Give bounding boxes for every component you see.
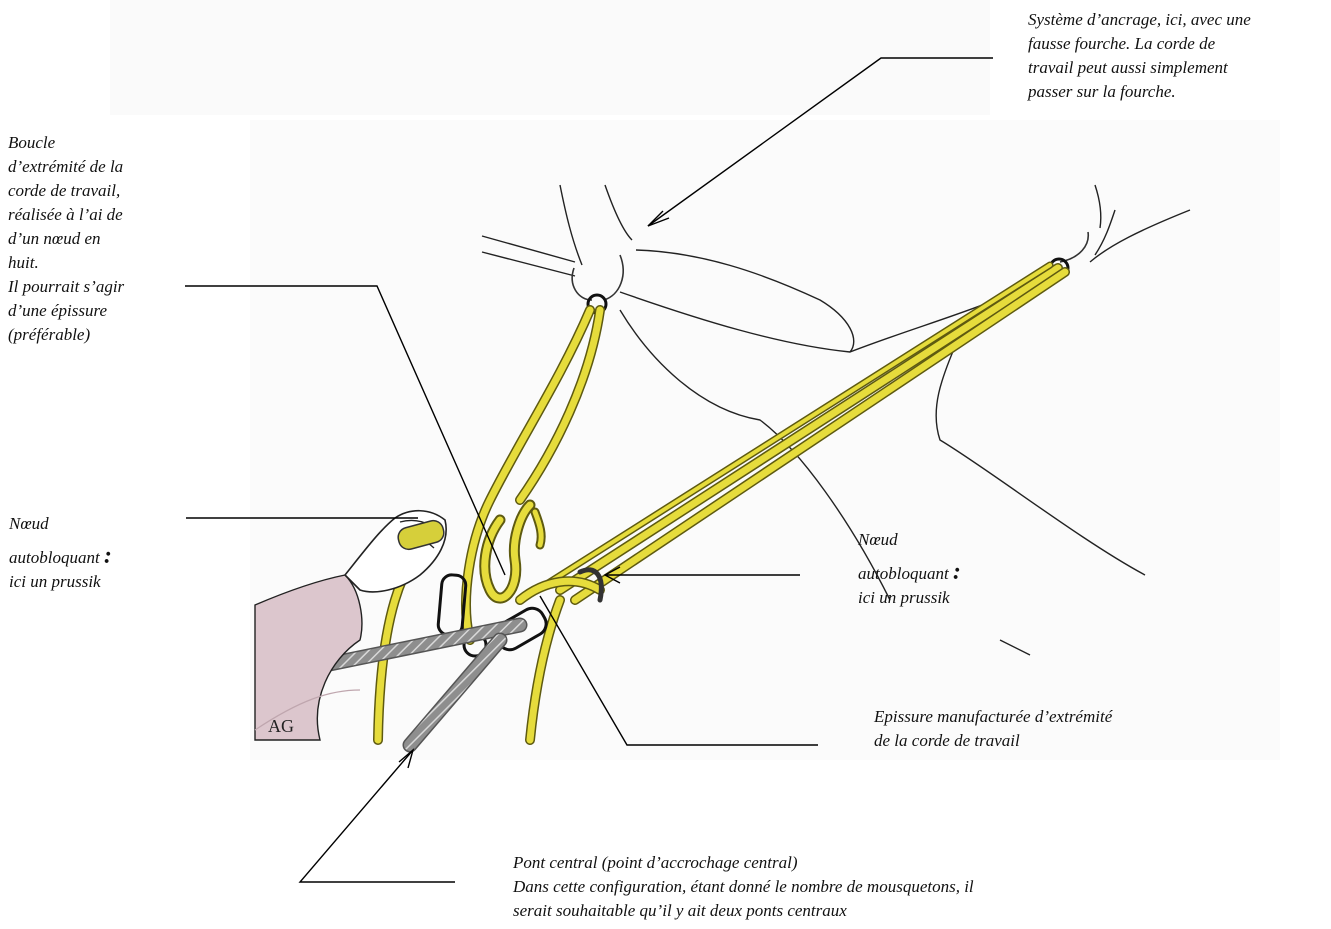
bridge-leader: [300, 750, 455, 882]
label-splice: Epissure manufacturée d’extrémité de la …: [874, 705, 1112, 753]
knot-left-line2: autobloquant: [9, 548, 100, 567]
label-knot-left: Nœud autobloquant : ici un prussik: [9, 512, 112, 594]
knot-right-line3: ici un prussik: [858, 586, 961, 610]
knot-right-line2-wrap: autobloquant :: [858, 562, 961, 586]
artist-signature: AG: [268, 716, 294, 736]
label-end-loop: Boucle d’extrémité de la corde de travai…: [8, 131, 124, 347]
label-anchor-system: Système d’ancrage, ici, avec une fausse …: [1028, 8, 1251, 104]
label-knot-right: Nœud autobloquant : ici un prussik: [858, 528, 961, 610]
knot-left-line1: Nœud: [9, 512, 112, 536]
knot-right-line2: autobloquant: [858, 564, 949, 583]
knot-right-line1: Nœud: [858, 528, 961, 552]
knot-left-line2-wrap: autobloquant :: [9, 546, 112, 570]
label-central-bridge: Pont central (point d’accrochage central…: [513, 851, 974, 923]
knot-right-colon: :: [953, 559, 961, 585]
knot-left-colon: :: [104, 543, 112, 569]
knot-left-line3: ici un prussik: [9, 570, 112, 594]
